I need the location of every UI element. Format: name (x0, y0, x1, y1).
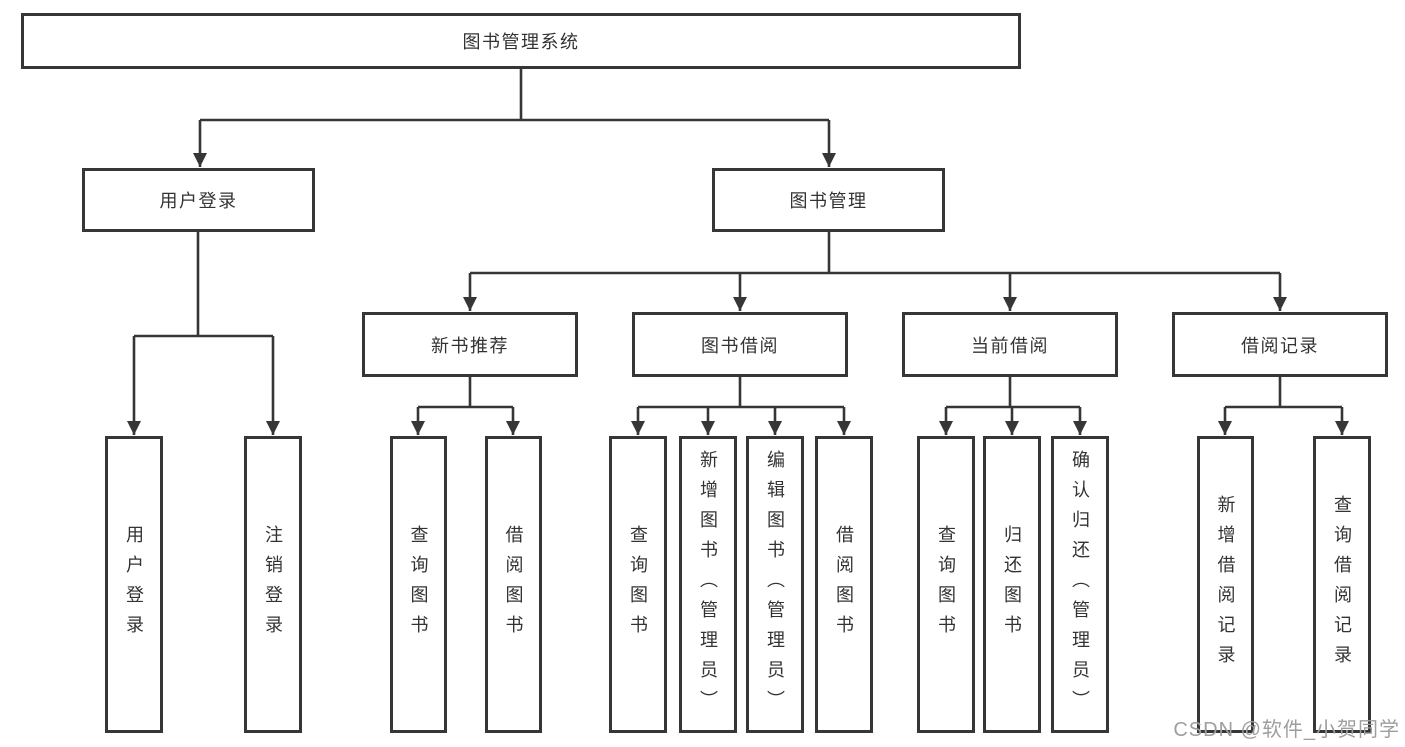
node-current-borrowing-label: 当前借阅 (971, 335, 1049, 356)
node-current-borrowing: 当前借阅 (902, 312, 1118, 377)
leaf-logout: 注销登录 (244, 436, 302, 733)
leaf-borrow-books-borrowing: 借阅图书 (815, 436, 873, 733)
node-user-login-label: 用户登录 (159, 191, 238, 211)
leaf-return-books: 归还图书 (983, 436, 1041, 733)
node-book-management: 图书管理 (712, 168, 945, 232)
node-book-borrowing-label: 图书借阅 (701, 335, 779, 356)
csdn-watermark: CSDN @软件_小贺同学 (1173, 719, 1400, 741)
node-borrowing-records-label: 借阅记录 (1241, 335, 1319, 356)
node-library-system-label: 图书管理系统 (462, 32, 580, 52)
leaf-query-books-current: 查询图书 (917, 436, 975, 733)
leaf-borrow-books-newbook: 借阅图书 (485, 436, 542, 733)
leaf-query-books-borrowing: 查询图书 (609, 436, 667, 733)
node-book-management-label: 图书管理 (789, 191, 868, 211)
leaf-add-books-admin-label: 新增图书（管理员） (698, 449, 718, 720)
leaf-edit-books-admin: 编辑图书（管理员） (746, 436, 804, 733)
leaf-borrow-books-newbook-label: 借阅图书 (503, 524, 524, 645)
leaf-confirm-return-admin-label: 确认归还（管理员） (1070, 449, 1090, 720)
leaf-query-books-newbook: 查询图书 (390, 436, 447, 733)
leaf-query-borrow-record: 查询借阅记录 (1313, 436, 1371, 733)
leaf-query-books-current-label: 查询图书 (936, 524, 956, 645)
leaf-edit-books-admin-label: 编辑图书（管理员） (765, 449, 785, 720)
node-user-login: 用户登录 (82, 168, 315, 232)
leaf-add-borrow-record: 新增借阅记录 (1197, 436, 1254, 733)
node-borrowing-records: 借阅记录 (1172, 312, 1388, 377)
leaf-user-login: 用户登录 (105, 436, 163, 733)
leaf-confirm-return-admin: 确认归还（管理员） (1051, 436, 1109, 733)
node-new-book-recommend: 新书推荐 (362, 312, 578, 377)
node-new-book-recommend-label: 新书推荐 (431, 335, 509, 356)
leaf-user-login-label: 用户登录 (124, 524, 144, 645)
node-book-borrowing: 图书借阅 (632, 312, 848, 377)
leaf-add-borrow-record-label: 新增借阅记录 (1215, 494, 1236, 675)
leaf-query-borrow-record-label: 查询借阅记录 (1332, 494, 1352, 675)
leaf-add-books-admin: 新增图书（管理员） (679, 436, 737, 733)
leaf-borrow-books-borrowing-label: 借阅图书 (834, 524, 854, 645)
leaf-logout-label: 注销登录 (263, 524, 283, 645)
leaf-query-books-borrowing-label: 查询图书 (628, 524, 648, 645)
leaf-query-books-newbook-label: 查询图书 (408, 524, 429, 645)
node-library-system: 图书管理系统 (21, 13, 1021, 69)
leaf-return-books-label: 归还图书 (1002, 524, 1022, 645)
